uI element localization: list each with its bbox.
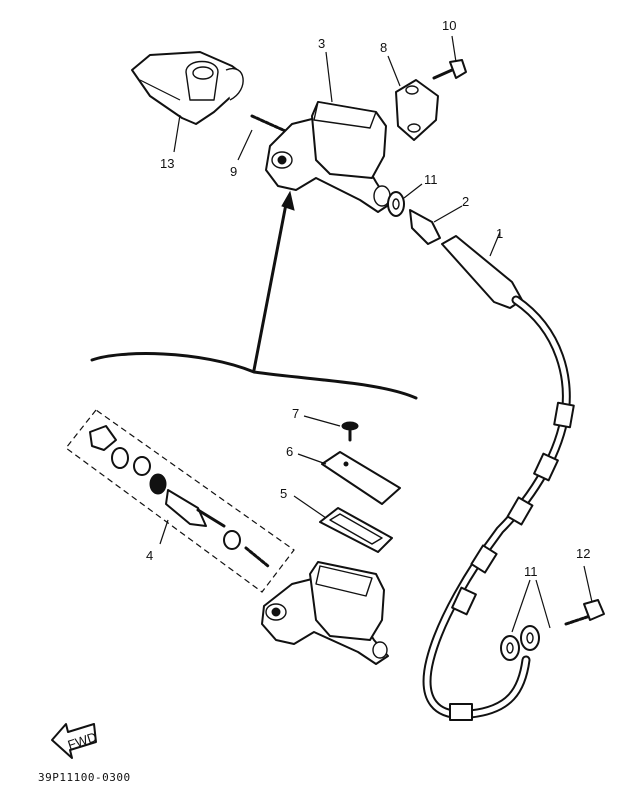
callout-11-upper: 11: [424, 172, 438, 187]
callout-7: 7: [292, 406, 299, 421]
callout-10: 10: [442, 18, 456, 33]
reference-code: 39P11100-0300: [38, 771, 131, 784]
part-10-clamp-bolt: [432, 35, 467, 80]
part-8-clamp: [387, 55, 439, 141]
callout-1: 1: [496, 226, 503, 241]
callout-6: 6: [286, 444, 293, 459]
part-13-lever-bracket: [131, 51, 244, 153]
part-2-banjo-bolt: [409, 205, 463, 245]
callout-9: 9: [230, 164, 237, 179]
part-6-reservoir-cap: [297, 451, 401, 505]
callout-13: 13: [160, 156, 174, 171]
part-3-master-cylinder: [265, 51, 391, 213]
callout-11-lower: 11: [524, 564, 538, 579]
part-12-union-bolt: [564, 565, 605, 626]
part-5-diaphragm: [293, 495, 393, 553]
part-11-washer-upper: [387, 183, 423, 217]
fwd-arrow-icon: FWD: [51, 723, 99, 759]
assembly-pointer-arrow: [90, 190, 418, 400]
part-11-washers-lower: [500, 579, 551, 661]
callout-12: 12: [576, 546, 590, 561]
callout-8: 8: [380, 40, 387, 55]
part-4-piston-kit: [65, 409, 295, 593]
callout-5: 5: [280, 486, 287, 501]
callout-3: 3: [318, 36, 325, 51]
part-7-screw: [303, 415, 359, 442]
master-cylinder-body-exploded: [261, 561, 389, 665]
callout-2: 2: [462, 194, 469, 209]
part-1-clutch-hose: [422, 231, 575, 721]
callout-4: 4: [146, 548, 153, 563]
